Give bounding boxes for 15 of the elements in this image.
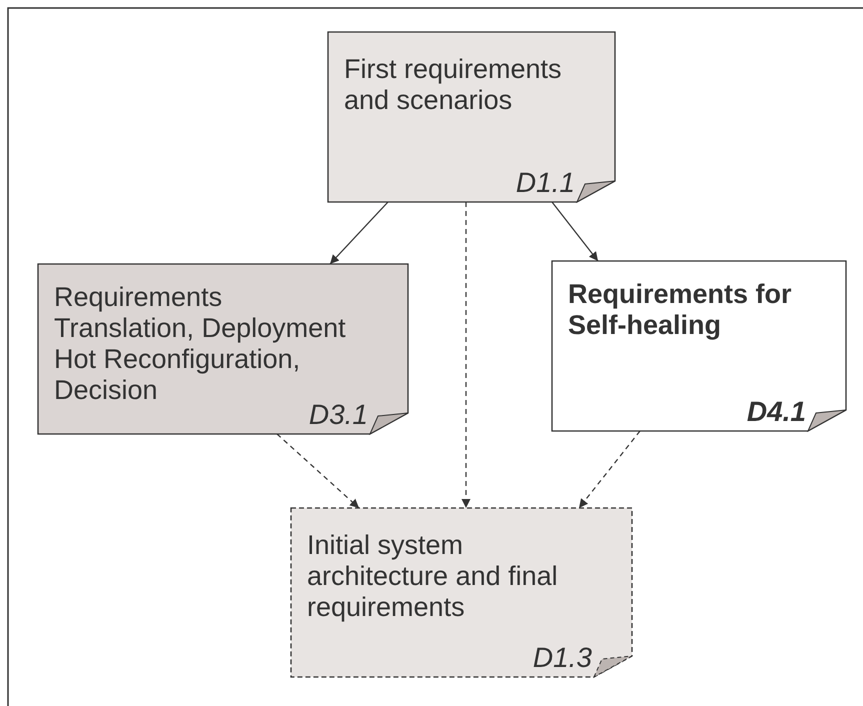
document-title: Initial system architecture and final requirements — [307, 530, 559, 623]
arrow — [552, 202, 598, 262]
arrow — [330, 202, 388, 264]
document-note — [291, 508, 632, 677]
arrow — [578, 430, 640, 508]
document-title: Requirements for Self-healing — [568, 279, 793, 341]
deliverable-code: D1.1 — [516, 168, 575, 198]
document-note — [552, 261, 846, 431]
document-title: First requirements and scenarios — [344, 54, 563, 116]
arrow — [462, 202, 470, 508]
document-note — [38, 264, 408, 434]
deliverable-code: D4.1 — [746, 397, 806, 427]
document-note — [328, 32, 615, 202]
arrow — [276, 434, 360, 508]
deliverable-code: D1.3 — [532, 643, 592, 673]
